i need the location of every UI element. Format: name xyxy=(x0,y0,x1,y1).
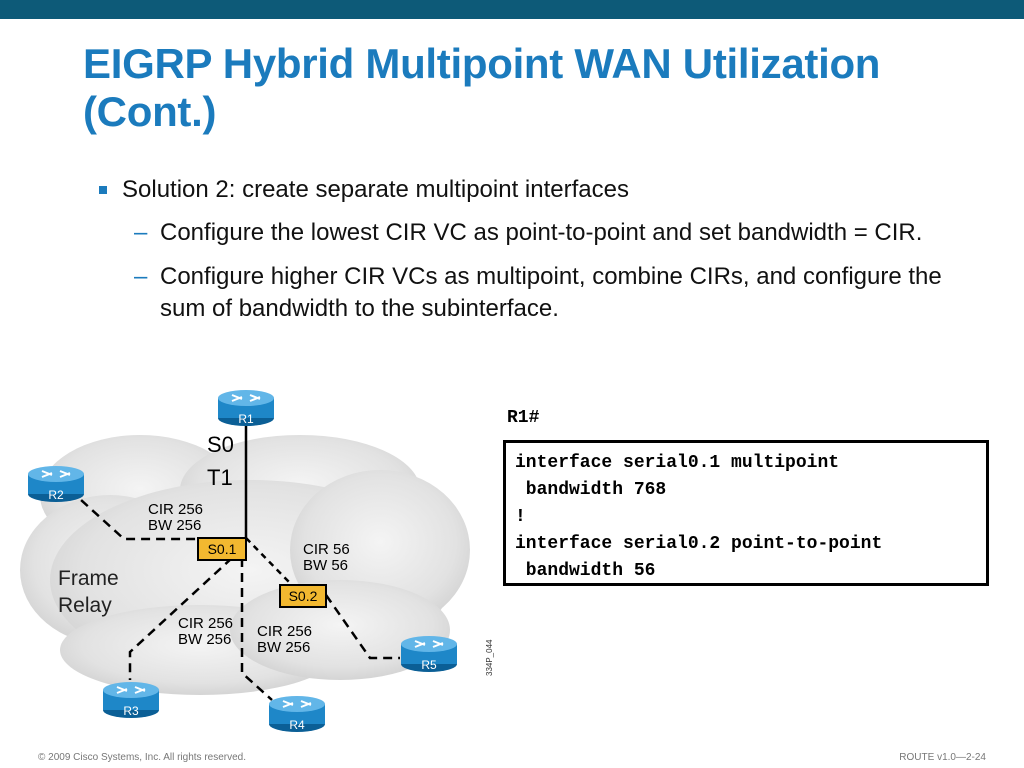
router-arrows-icon xyxy=(282,700,312,708)
subbullet-text: Configure higher CIR VCs as multipoint, … xyxy=(160,263,942,322)
config-box: interface serial0.1 multipoint bandwidth… xyxy=(503,440,989,586)
link-t1-label: T1 xyxy=(207,465,233,490)
router-prompt: R1# xyxy=(507,408,540,428)
router-arrows-icon xyxy=(41,470,71,478)
router-r4: R4 xyxy=(269,696,325,732)
figure-id: 334P_044 xyxy=(485,639,494,676)
slide-title: EIGRP Hybrid Multipoint WAN Utilization … xyxy=(83,40,881,135)
footer-course: ROUTE v1.0—2-24 xyxy=(899,752,986,763)
router-arrows-icon xyxy=(414,640,444,648)
router-arrows-icon xyxy=(116,686,146,694)
subinterface-s01 xyxy=(197,537,247,561)
cloud-label: Relay xyxy=(58,594,112,617)
router-r2: R2 xyxy=(28,466,84,502)
subbullet-item: – Configure the lowest CIR VC as point-t… xyxy=(96,217,956,249)
config-line: bandwidth 768 xyxy=(515,480,667,500)
interface-s0-label: S0 xyxy=(207,432,234,457)
cloud-label: Frame xyxy=(58,567,119,590)
cir-label: CIR 256 xyxy=(178,615,233,632)
config-line: interface serial0.2 point-to-point xyxy=(515,534,883,554)
router-label: R5 xyxy=(421,658,437,672)
top-bar xyxy=(0,0,1024,19)
r2-link-line xyxy=(69,489,198,541)
bullet-text: Solution 2: create separate multipoint i… xyxy=(122,176,629,203)
router-label: R1 xyxy=(238,412,254,426)
config-line: interface serial0.1 multipoint xyxy=(515,453,840,473)
bw-label: BW 256 xyxy=(178,631,231,648)
config-line: ! xyxy=(515,507,526,527)
subinterface-label: S0.2 xyxy=(289,588,318,604)
router-label: R4 xyxy=(289,718,305,732)
subbullet-text: Configure the lowest CIR VC as point-to-… xyxy=(160,219,923,246)
router-label: R3 xyxy=(123,704,139,718)
r5-link-line xyxy=(324,594,400,660)
footer-copyright: © 2009 Cisco Systems, Inc. All rights re… xyxy=(38,752,247,763)
router-label: R2 xyxy=(48,488,64,502)
frame-relay-cloud xyxy=(20,435,470,695)
router-r5: R5 xyxy=(401,636,457,672)
r4-link-line xyxy=(240,558,273,701)
square-bullet-icon xyxy=(99,186,107,194)
subinterface-s02 xyxy=(279,584,327,608)
cir-label: CIR 56 xyxy=(303,541,350,558)
router-r1: R1 xyxy=(218,390,274,426)
dash-bullet-icon: – xyxy=(134,263,148,290)
bw-label: BW 256 xyxy=(148,517,201,534)
bw-label: BW 256 xyxy=(257,639,310,656)
r3-link-line xyxy=(128,557,233,680)
frame-relay-diagram: R1 R2 R3 R4 R5 S0.1 S0.2 S0 T1 CIR 256 B… xyxy=(20,390,494,732)
cir-label: CIR 256 xyxy=(257,623,312,640)
bw-label: BW 56 xyxy=(303,557,348,574)
router-arrows-icon xyxy=(231,394,261,402)
subinterface-label: S0.1 xyxy=(208,541,237,557)
router-r3: R3 xyxy=(103,682,159,718)
config-line: bandwidth 56 xyxy=(515,561,656,581)
bullet-item: Solution 2: create separate multipoint i… xyxy=(96,175,956,205)
dash-bullet-icon: – xyxy=(134,219,148,246)
cir-label: CIR 256 xyxy=(148,501,203,518)
subbullet-item: – Configure higher CIR VCs as multipoint… xyxy=(96,261,956,325)
bullet-list: Solution 2: create separate multipoint i… xyxy=(96,175,956,325)
